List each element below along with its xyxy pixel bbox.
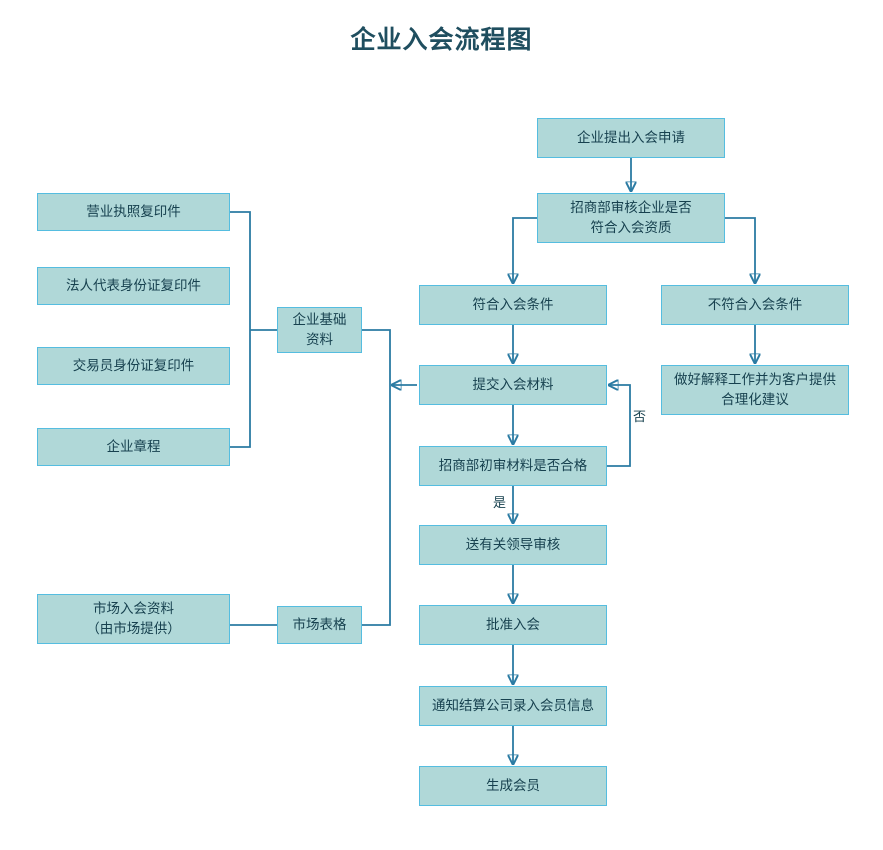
edge-review-unqualified — [725, 217, 755, 283]
node-markettable[interactable]: 市场表格 — [277, 606, 362, 644]
edge-markettable-trunk — [362, 385, 391, 626]
node-qualified[interactable]: 符合入会条件 — [419, 285, 607, 325]
node-notify[interactable]: 通知结算公司录入会员信息 — [419, 686, 607, 726]
edge-label-no: 否 — [633, 409, 647, 424]
node-leadercheck[interactable]: 送有关领导审核 — [419, 525, 607, 565]
node-explain[interactable]: 做好解释工作并为客户提供 合理化建议 — [661, 365, 849, 415]
edge-basedocs-trunk — [362, 329, 391, 385]
node-basedocs[interactable]: 企业基础 资料 — [277, 307, 362, 353]
node-firstcheck[interactable]: 招商部初审材料是否合格 — [419, 446, 607, 486]
page-title: 企业入会流程图 — [350, 26, 533, 54]
node-submit[interactable]: 提交入会材料 — [419, 365, 607, 405]
edge-license-basedocs — [230, 211, 251, 330]
edge-review-qualified — [513, 217, 537, 283]
node-approve[interactable]: 批准入会 — [419, 605, 607, 645]
node-articles[interactable]: 企业章程 — [37, 428, 230, 466]
node-apply[interactable]: 企业提出入会申请 — [537, 118, 725, 158]
node-marketdocs[interactable]: 市场入会资料 （由市场提供） — [37, 594, 230, 644]
node-license[interactable]: 营业执照复印件 — [37, 193, 230, 231]
edge-label-yes: 是 — [493, 495, 507, 510]
edge-articles-basedocs — [230, 330, 251, 448]
node-review[interactable]: 招商部审核企业是否 符合入会资质 — [537, 193, 725, 243]
node-member[interactable]: 生成会员 — [419, 766, 607, 806]
edge-firstcheck-submit-no — [607, 385, 631, 467]
node-unqualified[interactable]: 不符合入会条件 — [661, 285, 849, 325]
node-legalid[interactable]: 法人代表身份证复印件 — [37, 267, 230, 305]
node-traderid[interactable]: 交易员身份证复印件 — [37, 347, 230, 385]
